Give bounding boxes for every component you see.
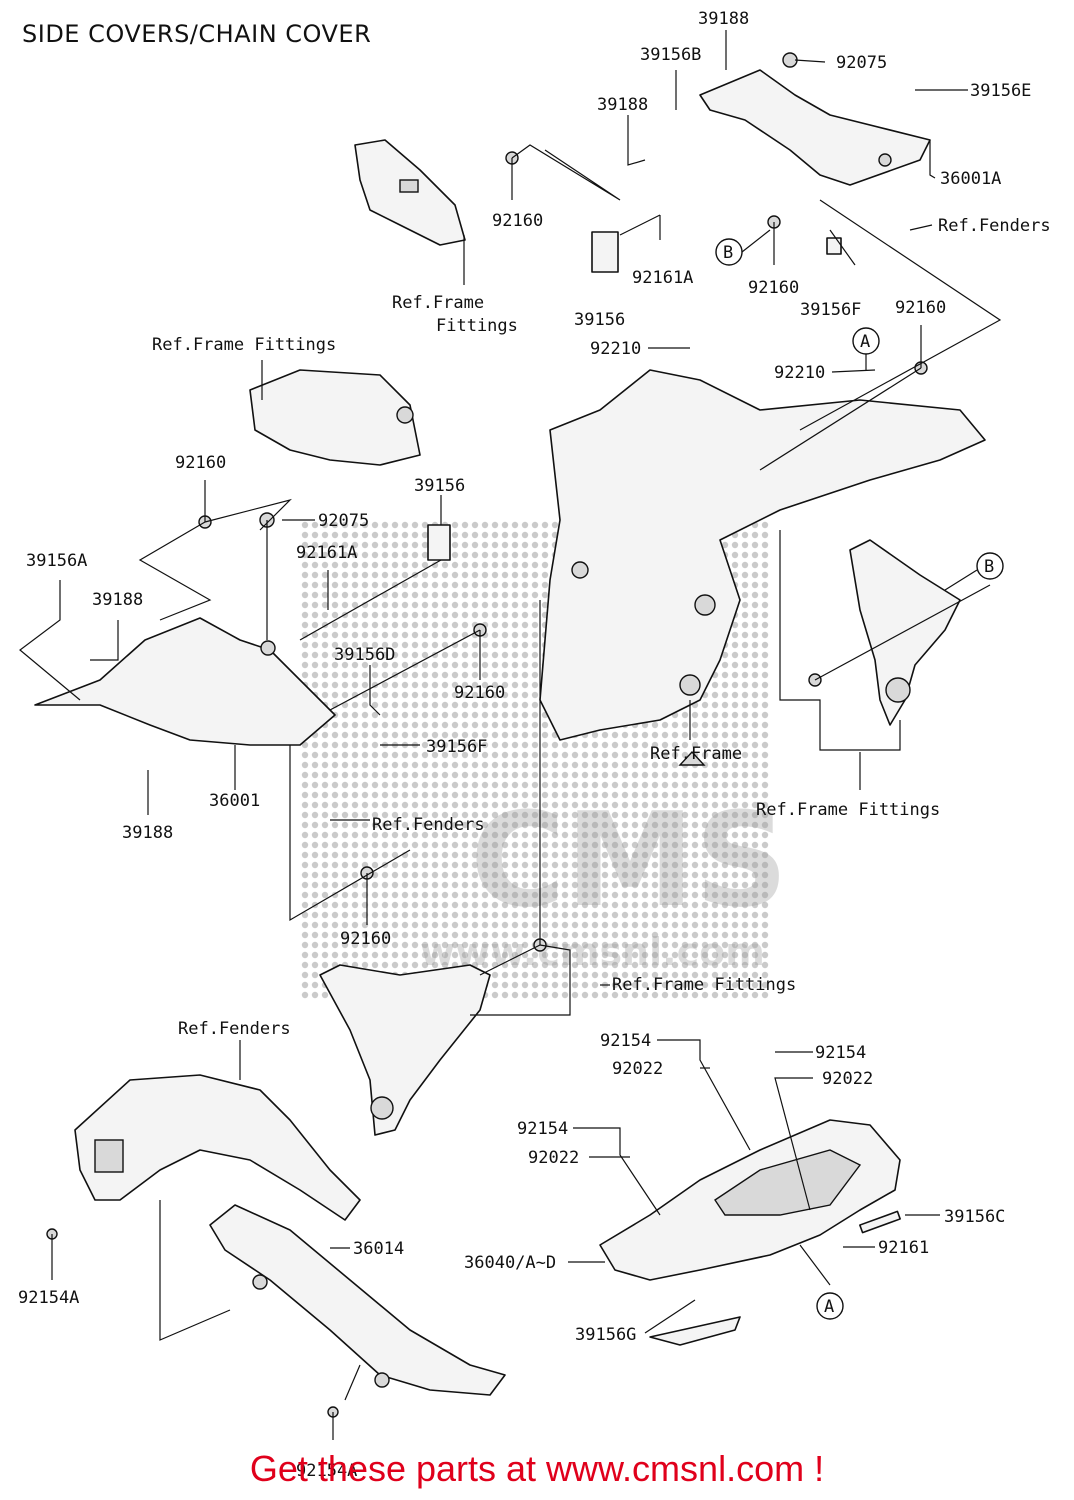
label-92161a-mid: 92161A <box>296 543 357 563</box>
label-92160-left: 92160 <box>175 453 226 473</box>
svg-text:A: A <box>860 332 870 352</box>
part-bracket-left <box>249 369 421 466</box>
label-92154a-left: 92154A <box>18 1288 79 1308</box>
svg-text:B: B <box>984 557 994 577</box>
ref-frame-center: Ref.Frame <box>650 744 742 764</box>
ref-fenders-low: Ref.Fenders <box>178 1019 291 1039</box>
part-labels: 39188 39156B 92075 39156E 39188 36001A 9… <box>18 9 1031 1481</box>
part-frame <box>539 369 986 741</box>
ref-frame-fittings-top: Fittings <box>436 316 518 336</box>
label-92160-lower: 92160 <box>340 929 391 949</box>
label-39156e: 39156E <box>970 81 1031 101</box>
label-36040: 36040/A~D <box>464 1253 556 1273</box>
ref-frame-fittings-low: Ref.Frame Fittings <box>612 975 796 995</box>
label-39156-mid: 39156 <box>414 476 465 496</box>
shop-link[interactable]: Get these parts at www.cmsnl.com ! <box>249 1448 825 1489</box>
label-39156-top: 39156 <box>574 310 625 330</box>
label-92160-top-left: 92160 <box>492 211 543 231</box>
label-92160-top-right: 92160 <box>895 298 946 318</box>
label-92154a-bottom: 92154A <box>296 1461 357 1481</box>
label-92022-a: 92022 <box>612 1059 663 1079</box>
label-92075-mid: 92075 <box>318 511 369 531</box>
label-39188-bottom: 39188 <box>122 823 173 843</box>
label-39156f-top: 39156F <box>800 300 861 320</box>
label-39188-top: 39188 <box>698 9 749 29</box>
label-39188-left: 39188 <box>92 590 143 610</box>
circle-markers: B A B A <box>715 229 1004 1320</box>
part-side-cover-left <box>34 617 336 746</box>
marker-a-bottom: A <box>816 1292 844 1320</box>
svg-text:A: A <box>824 1297 834 1317</box>
small-parts <box>46 151 928 1418</box>
marker-b-right: B <box>944 552 1004 591</box>
label-92075-top: 92075 <box>836 53 887 73</box>
part-lower-center-cover <box>319 964 491 1136</box>
label-36001: 36001 <box>209 791 260 811</box>
label-36001a: 36001A <box>940 169 1001 189</box>
ref-frame-fittings-left: Ref.Frame Fittings <box>152 335 336 355</box>
label-92210-left: 92210 <box>590 339 641 359</box>
label-92022-c: 92022 <box>528 1148 579 1168</box>
label-92022-b: 92022 <box>822 1069 873 1089</box>
label-39156b: 39156B <box>640 45 701 65</box>
svg-text:B: B <box>723 243 733 263</box>
leader-lines <box>19 30 1002 1440</box>
marker-b-top: B <box>715 229 771 266</box>
label-92210-right: 92210 <box>774 363 825 383</box>
label-39156f-mid: 39156F <box>426 737 487 757</box>
label-92161a-top: 92161A <box>632 268 693 288</box>
label-92154-c: 92154 <box>517 1119 568 1139</box>
ref-frame-top: Ref.Frame <box>392 293 484 313</box>
label-92154-a: 92154 <box>600 1031 651 1051</box>
marker-a-top: A <box>852 327 880 355</box>
label-39156g: 39156G <box>575 1325 636 1345</box>
page-title: SIDE COVERS/CHAIN COVER <box>22 20 372 48</box>
label-92161: 92161 <box>878 1238 929 1258</box>
label-92160-center: 92160 <box>454 683 505 703</box>
part-side-cover-right <box>849 539 961 726</box>
label-92160-top-mid: 92160 <box>748 278 799 298</box>
ref-fenders-mid: Ref.Fenders <box>372 815 485 835</box>
label-39156a: 39156A <box>26 551 87 571</box>
part-seat-cover-top <box>699 52 931 186</box>
label-36014: 36014 <box>353 1239 404 1259</box>
label-92154-b: 92154 <box>815 1043 866 1063</box>
part-chain-guard-upper <box>74 1074 361 1221</box>
label-39156c: 39156C <box>944 1207 1005 1227</box>
part-chain-cover <box>209 1204 506 1396</box>
reference-labels: Ref.Fenders Ref.Frame Fittings Ref.Frame… <box>152 216 1051 1039</box>
part-bracket-top-left <box>354 139 466 246</box>
watermark-text: CMS <box>470 784 788 936</box>
ref-frame-fittings-right: Ref.Frame Fittings <box>756 800 940 820</box>
ref-fenders-top: Ref.Fenders <box>938 216 1051 236</box>
part-tail-cover <box>599 1119 901 1281</box>
label-39188-second: 39188 <box>597 95 648 115</box>
watermark-url: www.cmsnl.com <box>420 930 765 974</box>
label-39156d: 39156D <box>334 645 395 665</box>
